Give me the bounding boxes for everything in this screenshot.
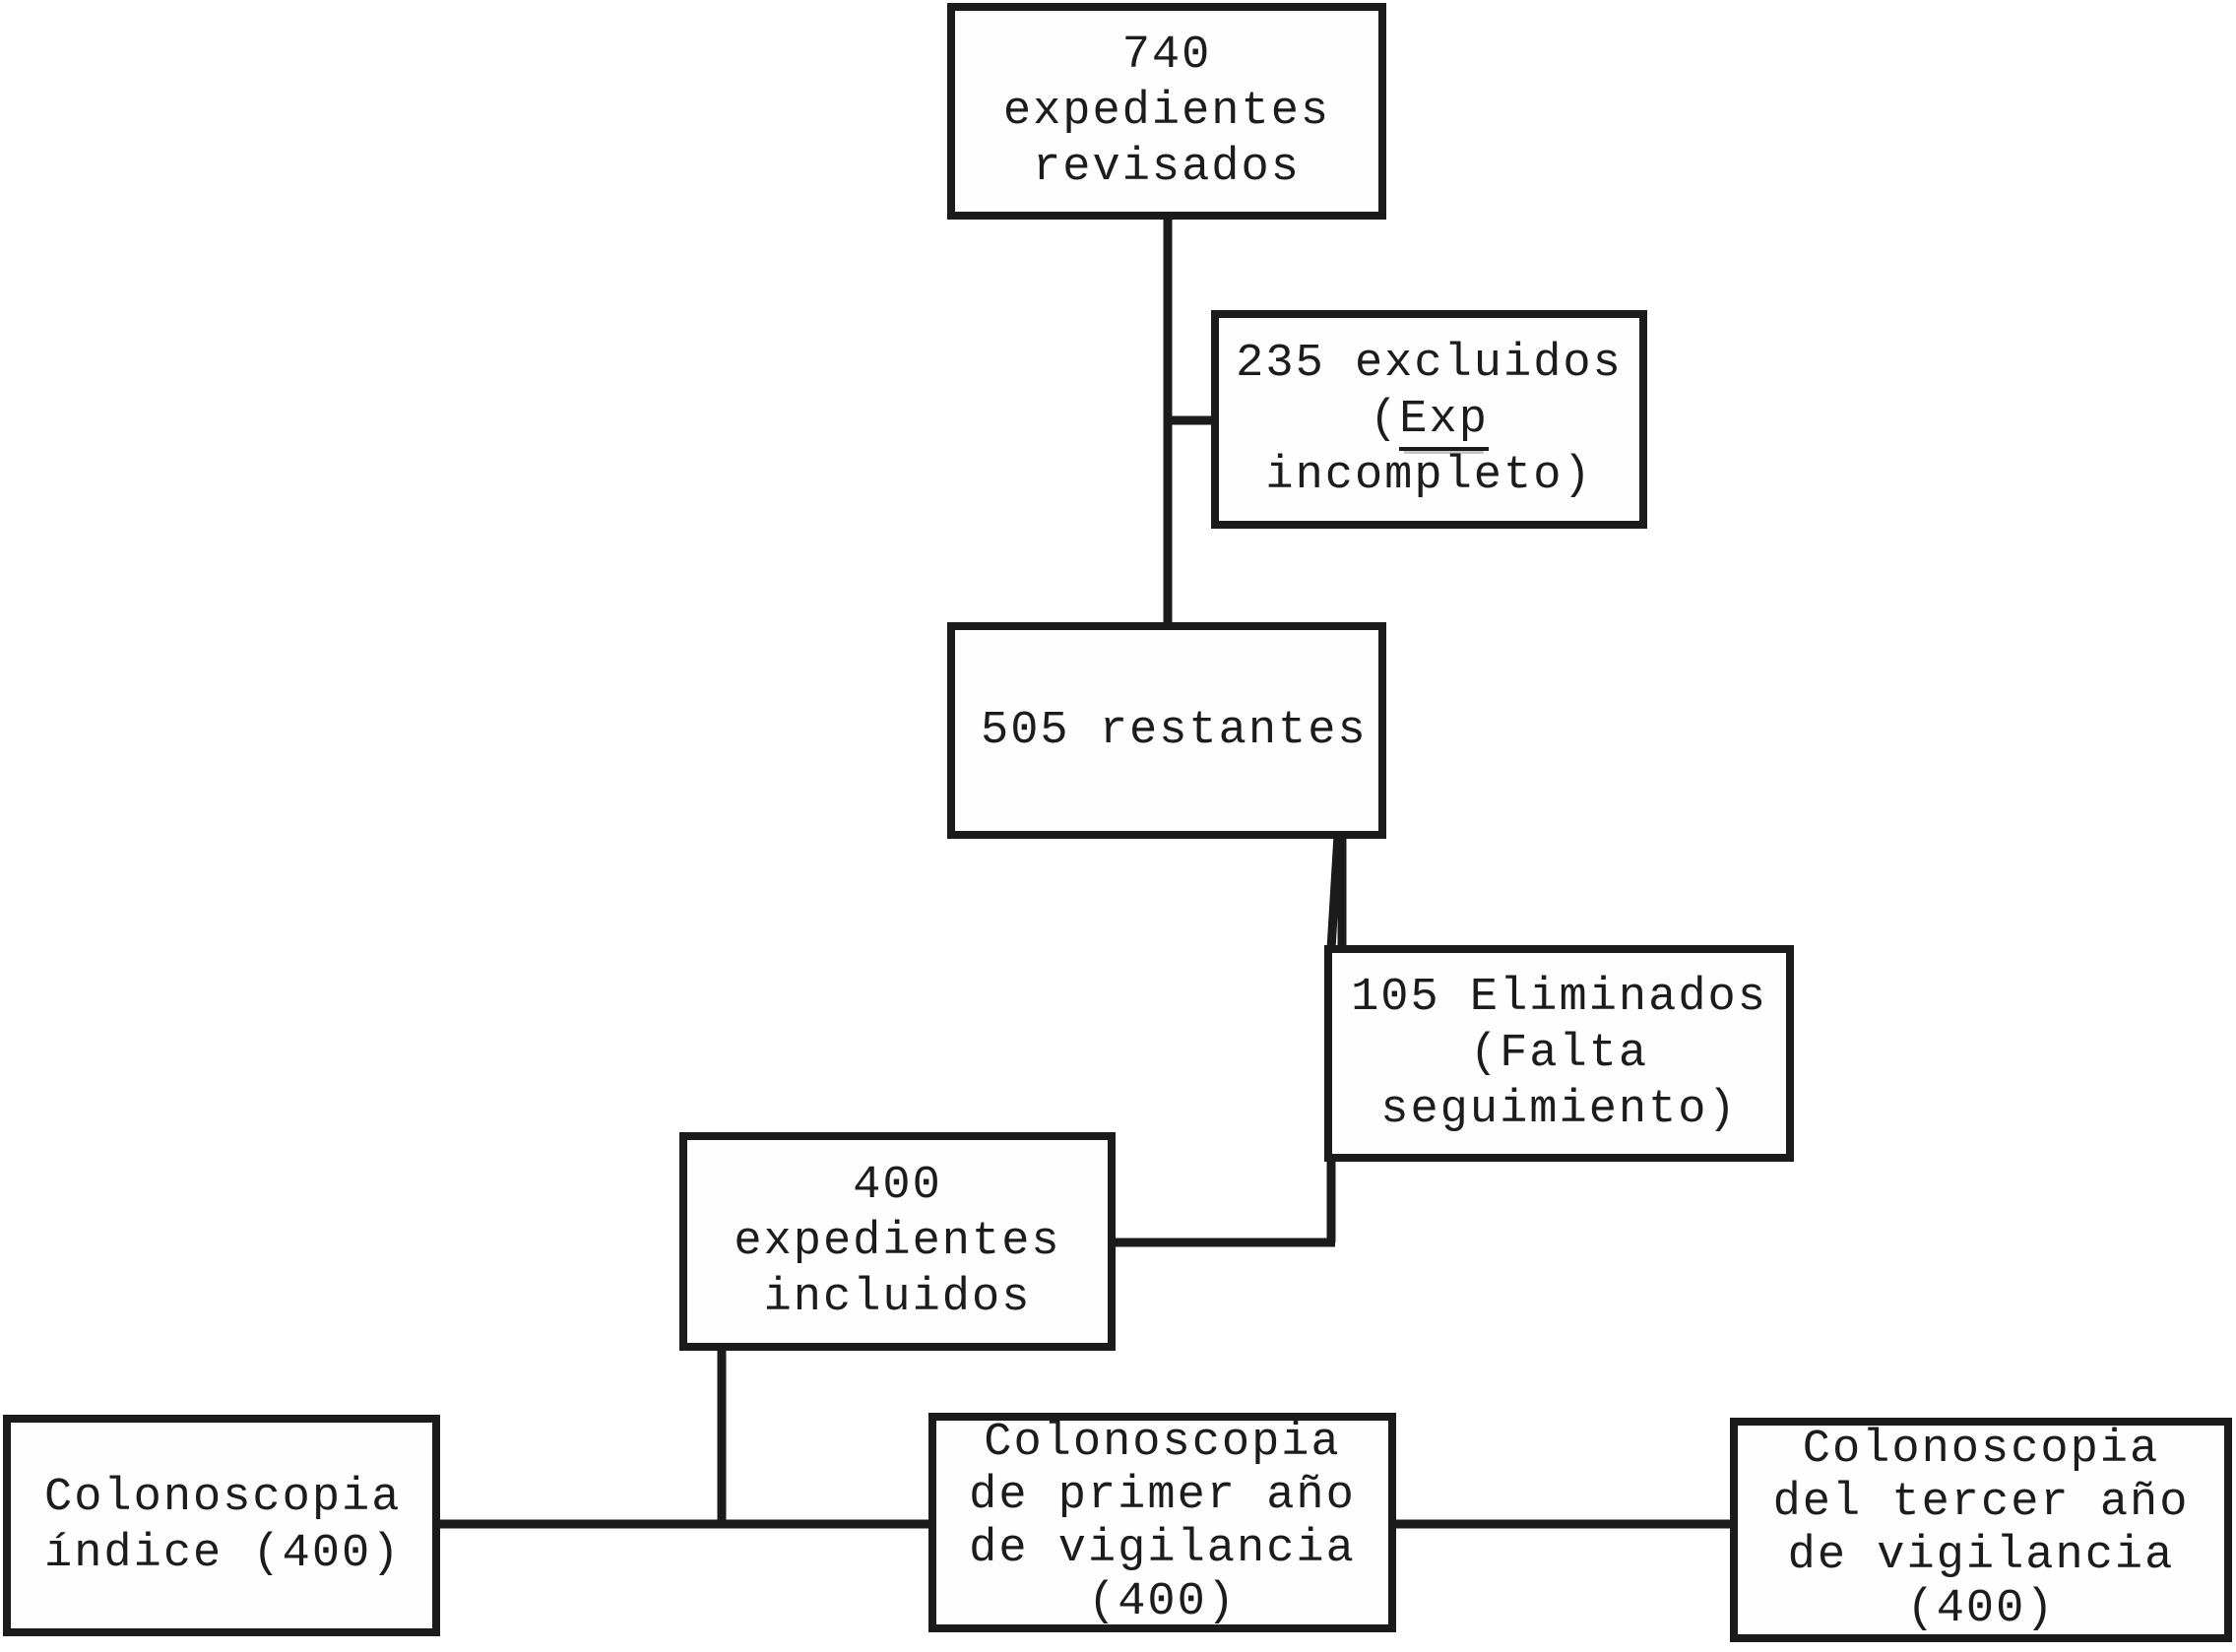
box-740-line-1: 740 — [1121, 29, 1212, 82]
box-505-restantes: 505 restantes — [947, 622, 1386, 839]
paren-open: ( — [1370, 393, 1400, 446]
box-105-line-1: 105 Eliminados — [1351, 971, 1767, 1024]
box-colonoscopia-primer-ano: Colonoscopia de primer año de vigilancia… — [928, 1413, 1396, 1632]
box-105-line-3: seguimiento) — [1380, 1083, 1738, 1136]
box-tercer-line-4: (400) — [1906, 1583, 2056, 1635]
box-505-line-1: 505 restantes — [981, 704, 1368, 757]
box-colonoscopia-indice: Colonoscopia índice (400) — [3, 1415, 440, 1636]
box-primer-line-2: de primer año — [969, 1469, 1356, 1522]
box-tercer-line-2: del tercer año — [1772, 1477, 2190, 1529]
box-indice-line-2: índice (400) — [44, 1527, 402, 1580]
box-tercer-line-3: de vigilancia — [1787, 1530, 2175, 1582]
box-indice-line-1: Colonoscopia — [44, 1471, 402, 1524]
box-primer-line-4: (400) — [1087, 1575, 1238, 1628]
box-400-line-1: 400 — [853, 1159, 942, 1212]
box-primer-line-3: de vigilancia — [969, 1522, 1356, 1575]
connector-505-to-105-slanted — [1326, 834, 1343, 950]
box-740-expedientes-revisados: 740 expedientes revisados — [947, 3, 1386, 220]
box-105-line-2: (Falta — [1469, 1027, 1649, 1080]
box-740-line-3: revisados — [1033, 141, 1301, 194]
underlined-word-exp: Exp — [1399, 393, 1489, 451]
box-colonoscopia-tercer-ano: Colonoscopia del tercer año de vigilanci… — [1730, 1418, 2232, 1642]
box-tercer-line-1: Colonoscopia — [1802, 1424, 2160, 1476]
box-400-expedientes-incluidos: 400 expedientes incluidos — [679, 1132, 1116, 1351]
box-740-line-2: expedientes — [1002, 85, 1331, 138]
box-400-line-3: incluidos — [763, 1271, 1032, 1324]
box-235-line-3: incompleto) — [1265, 449, 1593, 502]
box-235-line-2: (Exp — [1370, 392, 1489, 451]
box-primer-line-1: Colonoscopia — [984, 1416, 1341, 1469]
box-400-line-2: expedientes — [734, 1215, 1061, 1268]
box-105-eliminados: 105 Eliminados (Falta seguimiento) — [1324, 945, 1794, 1162]
box-235-line-1: 235 excluidos — [1236, 337, 1623, 390]
box-235-excluidos: 235 excluidos (Exp incompleto) — [1211, 310, 1647, 529]
